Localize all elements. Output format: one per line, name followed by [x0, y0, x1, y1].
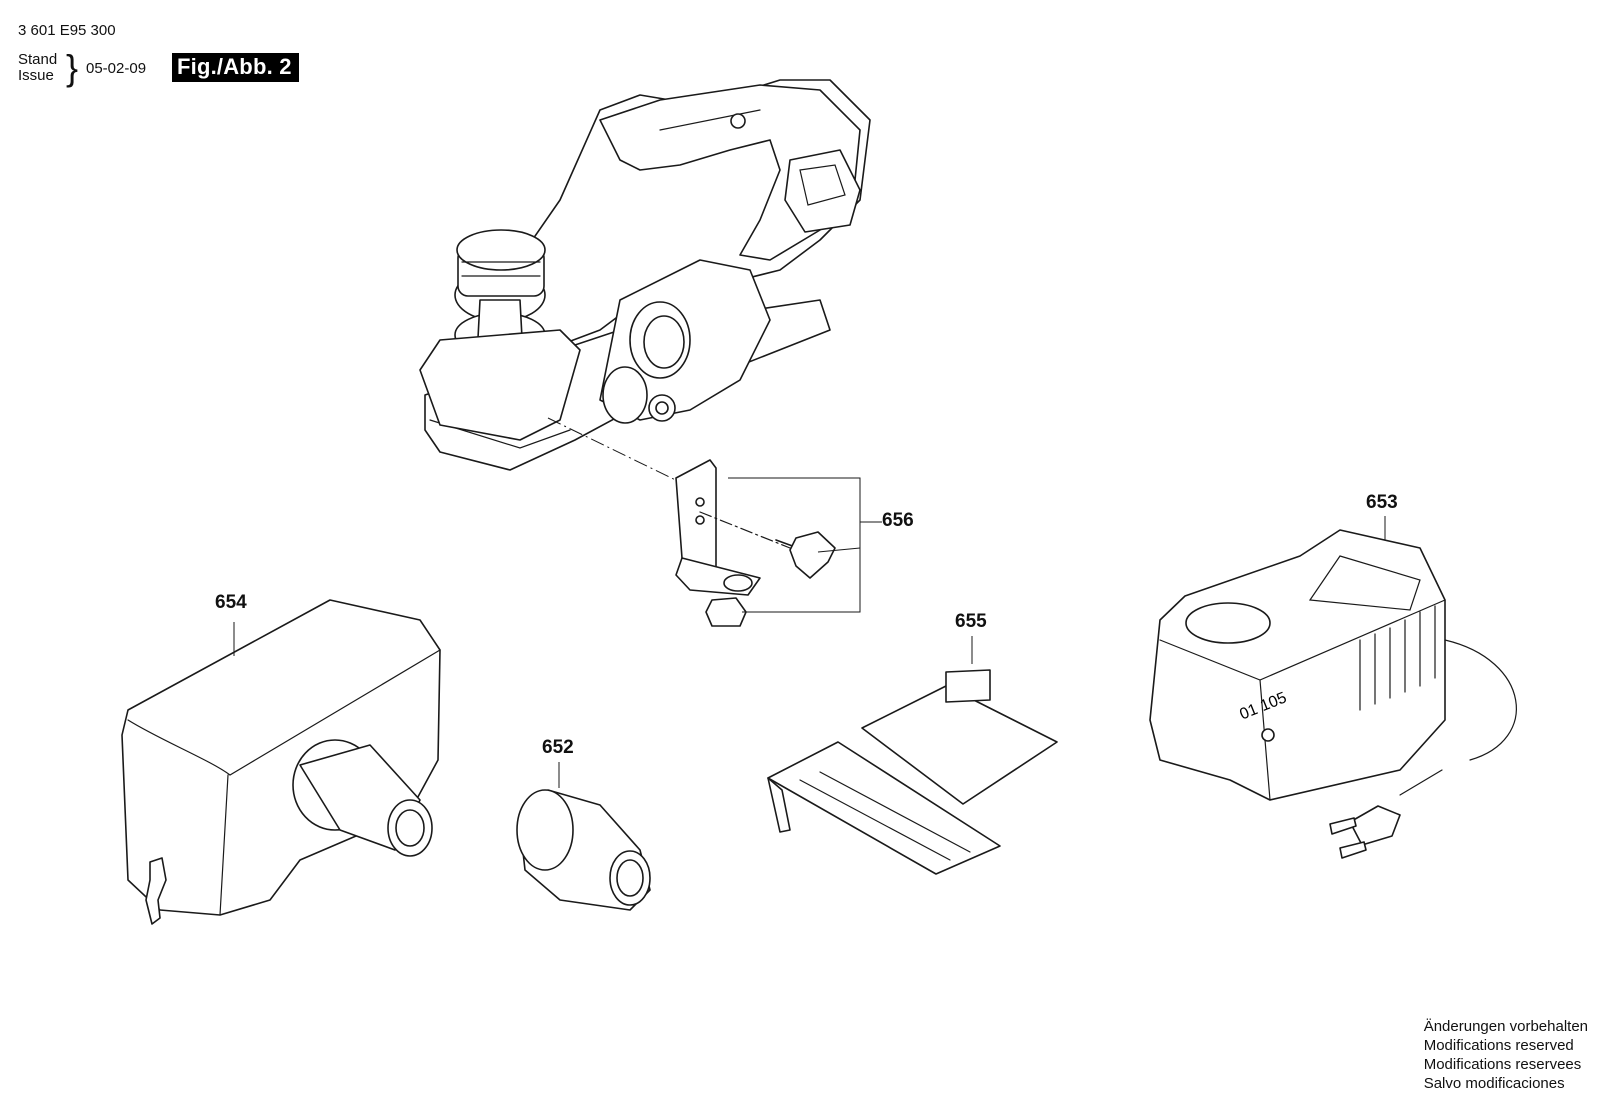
brace-glyph: }: [66, 47, 79, 88]
callout-653: 653: [1366, 492, 1398, 513]
dust-bag-illustration: [121, 599, 441, 925]
planer-illustration: [419, 79, 871, 489]
stand-issue-label: Stand Issue: [18, 52, 57, 84]
battery-charger-illustration: [1149, 516, 1517, 859]
footer-line-en: Modifications reserved: [1423, 1037, 1574, 1054]
guide-fence-illustration: [767, 636, 1058, 875]
callout-656: 656: [882, 510, 914, 531]
callout-654: 654: [215, 592, 247, 613]
footer-line-fr: Modifications reservees: [1423, 1056, 1582, 1073]
modifications-notice: Änderungen vorbehalten Modifications res…: [1424, 1017, 1588, 1093]
footer-line-es: Salvo modificaciones: [1423, 1075, 1565, 1092]
dust-adapter-illustration: [516, 762, 651, 911]
callout-655: 655: [955, 611, 987, 632]
part-number: 3 601 E95 300: [18, 22, 116, 39]
issue-date: 05-02-09: [86, 60, 147, 77]
issue-label: Issue: [18, 67, 54, 84]
parallel-fence-illustration: [675, 459, 882, 627]
stand-label: Stand: [18, 51, 58, 68]
figure-label: Fig./Abb. 2: [172, 53, 299, 82]
callout-652: 652: [542, 737, 574, 758]
footer-line-de: Änderungen vorbehalten: [1423, 1018, 1588, 1035]
